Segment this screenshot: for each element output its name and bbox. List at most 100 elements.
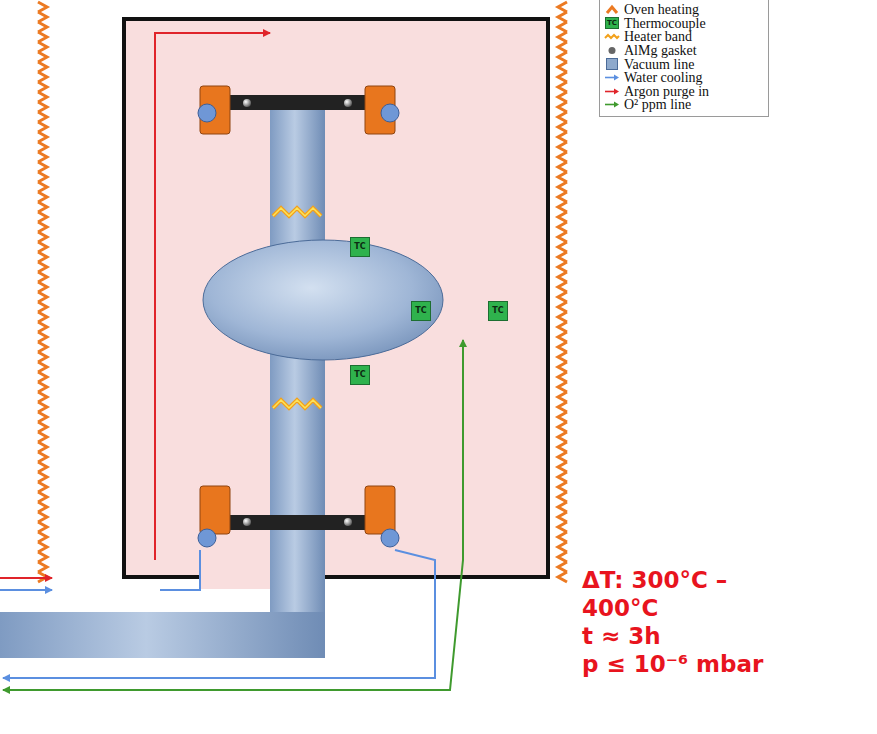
oven-heater	[38, 132, 47, 142]
oven-heater	[558, 392, 567, 402]
oven-heater	[558, 132, 567, 142]
oven-heater	[558, 122, 567, 132]
oven-heater	[38, 352, 47, 362]
oven-heater	[558, 522, 567, 532]
oven-heater	[558, 572, 567, 582]
oven-heater	[38, 162, 47, 172]
thermocouple-box: TC	[350, 365, 370, 385]
oven-heater	[558, 402, 567, 412]
thermocouple-label: TC	[354, 243, 365, 251]
oven-heater	[558, 282, 567, 292]
oven-heater	[38, 462, 47, 472]
oven-heater	[558, 332, 567, 342]
oven-heater	[558, 382, 567, 392]
oven-heater	[558, 432, 567, 442]
oven-heater	[558, 142, 567, 152]
legend-row: Vacuum line	[604, 57, 764, 71]
oven-heater	[38, 142, 47, 152]
oven-heater	[38, 392, 47, 402]
oven-heater	[38, 252, 47, 262]
oven-heater	[558, 452, 567, 462]
oven-heater	[38, 322, 47, 332]
oven-heater	[558, 52, 567, 62]
oven-heater	[558, 472, 567, 482]
process-note: p ≤ 10⁻⁶ mbar	[582, 650, 867, 678]
oven-heater	[38, 382, 47, 392]
oven-heater	[558, 302, 567, 312]
oven-heater	[38, 12, 47, 22]
oven-heater	[38, 282, 47, 292]
color-swatch	[606, 58, 618, 70]
oven-heater	[558, 322, 567, 332]
legend-icon	[604, 3, 620, 16]
oven-heater	[558, 182, 567, 192]
oven-heater	[38, 212, 47, 222]
oven-heater	[558, 202, 567, 212]
oven-heater	[38, 372, 47, 382]
oven-heater	[558, 152, 567, 162]
oven-heater	[558, 412, 567, 422]
oven-heater	[558, 12, 567, 22]
oven-heater	[38, 362, 47, 372]
oven-heater	[558, 542, 567, 552]
oven-heater	[558, 562, 567, 572]
oven-heater	[558, 22, 567, 32]
oven-heater	[38, 272, 47, 282]
thermocouple-icon: TC	[605, 17, 619, 29]
legend-text: Heater band	[624, 30, 692, 43]
legend-text: Thermocouple	[624, 17, 706, 30]
oven-heater	[38, 522, 47, 532]
legend: Oven heatingTCThermocoupleHeater bandAlM…	[599, 0, 769, 117]
oven-heater	[558, 2, 567, 12]
thermocouple-box: TC	[411, 301, 431, 321]
legend-row: Oven heating	[604, 3, 764, 17]
oven-heater	[38, 202, 47, 212]
legend-text: O² ppm line	[624, 98, 691, 111]
legend-icon	[604, 98, 620, 111]
thermocouple-box: TC	[350, 237, 370, 257]
oven-heater	[558, 262, 567, 272]
legend-row: Water cooling	[604, 71, 764, 85]
oven-heater	[558, 552, 567, 562]
oven-heater	[38, 92, 47, 102]
oven-heater	[38, 532, 47, 542]
oven-heater	[558, 62, 567, 72]
legend-text: Oven heating	[624, 3, 699, 16]
legend-sample	[604, 44, 620, 57]
oven-heater	[558, 502, 567, 512]
oven-heater	[558, 112, 567, 122]
oven-heater	[558, 102, 567, 112]
oven-heater	[38, 492, 47, 502]
legend-icon	[604, 71, 620, 84]
oven-heater	[38, 422, 47, 432]
oven-heater	[558, 492, 567, 502]
legend-sample	[604, 85, 620, 98]
oven-heater	[38, 232, 47, 242]
oven-heater	[38, 332, 47, 342]
oven-heater	[558, 252, 567, 262]
oven-heater	[558, 312, 567, 322]
legend-icon	[604, 85, 620, 98]
thermocouple-box: TC	[488, 301, 508, 321]
oven-heater	[38, 112, 47, 122]
oven-heater	[558, 82, 567, 92]
legend-icon	[604, 44, 620, 57]
oven-heater	[38, 502, 47, 512]
oven-heater	[38, 42, 47, 52]
oven-heater	[38, 82, 47, 92]
legend-text: Vacuum line	[624, 58, 694, 71]
legend-row: Argon purge in	[604, 85, 764, 99]
legend-row: O² ppm line	[604, 98, 764, 112]
oven-heater	[558, 482, 567, 492]
thermocouple-label: TC	[354, 371, 365, 379]
oven-heater	[38, 242, 47, 252]
oven-heater	[38, 402, 47, 412]
process-note: t ≈ 3h	[582, 622, 862, 650]
oven-heater	[38, 542, 47, 552]
legend-sample: TC	[604, 17, 620, 30]
oven-heater	[558, 32, 567, 42]
oven-heater	[38, 292, 47, 302]
oven-heater	[38, 482, 47, 492]
legend-sample	[604, 71, 620, 84]
oven-heater	[38, 442, 47, 452]
